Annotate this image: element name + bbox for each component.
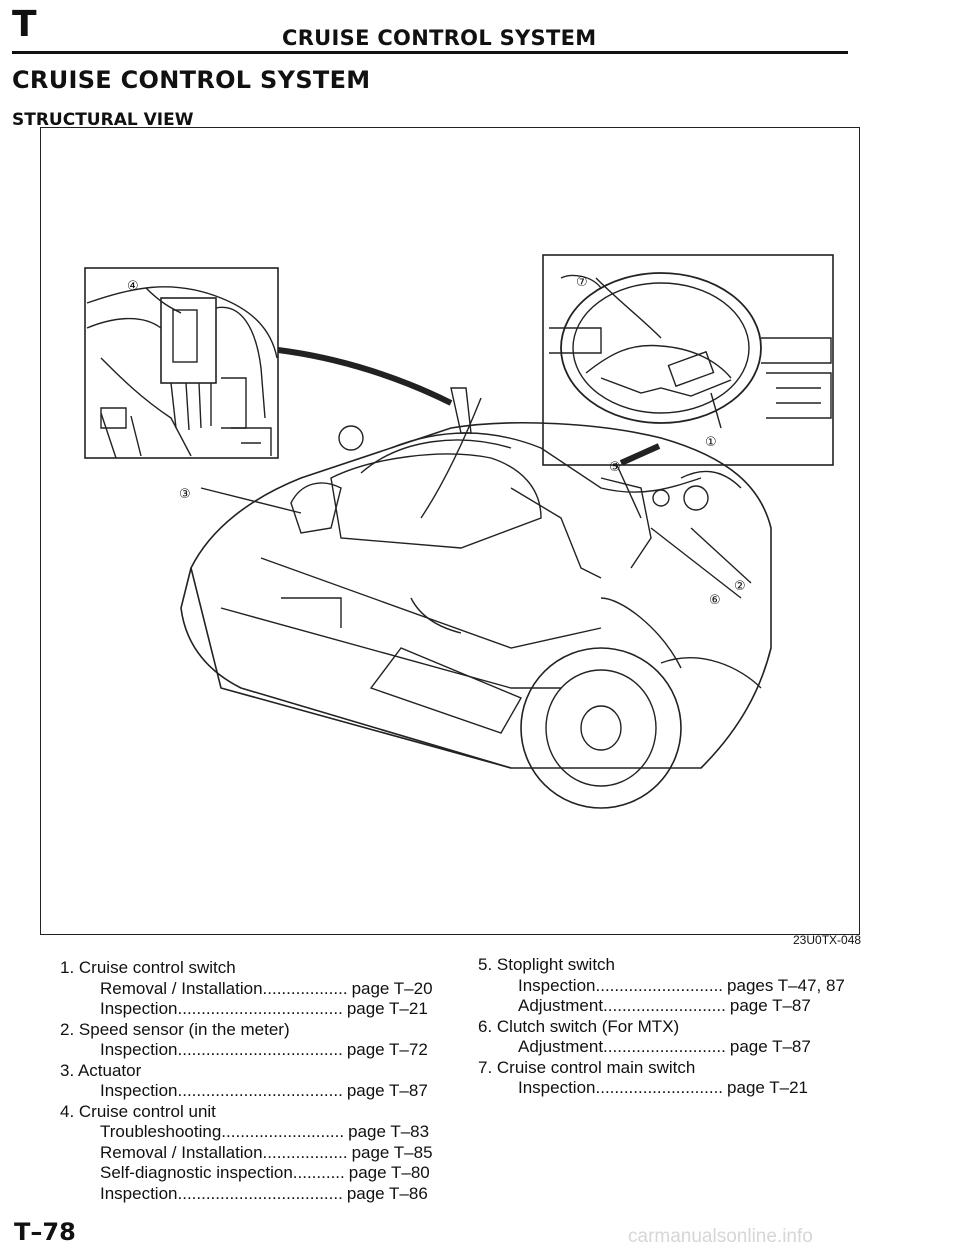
callout-5: ⑤ <box>609 460 621 475</box>
page-number: T–78 <box>14 1218 76 1246</box>
page-reference: page T–87 <box>729 996 811 1015</box>
leader-dots: .......................... <box>603 1037 726 1056</box>
section-letter: T <box>12 4 37 45</box>
list-entry: Adjustment..........................page… <box>478 1037 858 1058</box>
entry-label: Inspection <box>518 1078 596 1097</box>
page-reference: page T–86 <box>346 1183 428 1203</box>
component-list-right: 5. Stoplight switch Inspection..........… <box>478 955 858 1099</box>
page-reference: page T–87 <box>729 1037 811 1056</box>
page-reference: page T–83 <box>348 1122 430 1141</box>
list-entry: Inspection...........................pag… <box>478 976 858 997</box>
entry-label: Adjustment <box>518 996 604 1015</box>
list-item-title: 7. Cruise control main switch <box>478 1057 696 1077</box>
list-entry: Removal / Installation..................… <box>60 979 460 1000</box>
list-item-title: 6. Clutch switch (For MTX) <box>478 1016 680 1036</box>
component-list-left: 1. Cruise control switch Removal / Insta… <box>60 958 460 1204</box>
entry-label: Inspection <box>100 1081 178 1100</box>
leader-dots: ........................... <box>595 1078 724 1097</box>
list-entry: Inspection...........................pag… <box>478 1078 858 1099</box>
leader-dots: ................................... <box>177 1040 343 1059</box>
list-item-title: 2. Speed sensor (in the meter) <box>60 1019 290 1039</box>
callout-3: ③ <box>179 487 191 502</box>
leader-dots: ................................... <box>177 999 343 1018</box>
page-reference: page T–87 <box>346 1081 428 1100</box>
figure-code: 23U0TX-048 <box>793 933 862 947</box>
running-header-title: CRUISE CONTROL SYSTEM <box>282 26 597 50</box>
entry-label: Adjustment <box>518 1037 604 1056</box>
section-title: CRUISE CONTROL SYSTEM <box>12 66 371 94</box>
list-entry: Inspection..............................… <box>60 1040 460 1061</box>
watermark: carmanualsonline.info <box>628 1226 813 1247</box>
leader-dots: .......................... <box>603 996 726 1015</box>
list-entry: Troubleshooting.........................… <box>60 1122 460 1143</box>
page-reference: page T–21 <box>727 1078 809 1097</box>
entry-label: Removal / Installation <box>100 1142 263 1162</box>
car-engine-bay-illustration: ④ ⑦ ① ③ ⑤ ② ⑥ <box>84 254 834 809</box>
inset-steering-wheel <box>542 254 834 466</box>
list-entry: Adjustment..........................page… <box>478 996 858 1017</box>
entry-label: Inspection <box>518 975 596 995</box>
callout-4: ④ <box>127 279 139 294</box>
callout-7: ⑦ <box>576 275 588 290</box>
list-entry: Self-diagnostic inspection...........pag… <box>60 1163 460 1184</box>
leader-dots: ................................... <box>177 1183 343 1203</box>
callout-1: ① <box>705 435 717 450</box>
subsection-title: STRUCTURAL VIEW <box>12 110 194 130</box>
callout-2: ② <box>734 579 746 594</box>
entry-label: Inspection <box>100 1040 178 1059</box>
leader-dots: ........................... <box>595 975 724 995</box>
page-reference: pages T–47, 87 <box>727 975 845 995</box>
list-entry: Inspection..............................… <box>60 1184 460 1205</box>
entry-label: Inspection <box>100 999 178 1018</box>
page-reference: page T–21 <box>346 999 428 1018</box>
header-rule <box>12 51 848 54</box>
list-entry: Inspection..............................… <box>60 1081 460 1102</box>
structural-view-figure: ④ ⑦ ① ③ ⑤ ② ⑥ <box>40 127 860 935</box>
leader-dots: .......................... <box>221 1122 345 1141</box>
page-reference: page T–72 <box>346 1040 428 1059</box>
entry-label: Removal / Installation <box>100 978 263 998</box>
list-item-title: 1. Cruise control switch <box>60 958 236 977</box>
page-reference: page T–20 <box>351 978 433 998</box>
inset-control-unit <box>84 267 279 459</box>
entry-label: Self-diagnostic inspection <box>100 1163 293 1182</box>
leader-dots: .................. <box>262 978 348 998</box>
leader-dots: .................. <box>262 1142 348 1162</box>
callout-6: ⑥ <box>709 593 721 608</box>
list-entry: Inspection..............................… <box>60 999 460 1020</box>
leader-dots: ................................... <box>177 1081 343 1100</box>
page-reference: page T–80 <box>348 1163 430 1182</box>
list-item-title: 4. Cruise control unit <box>60 1101 216 1121</box>
list-entry: Removal / Installation..................… <box>60 1143 460 1164</box>
entry-label: Troubleshooting <box>100 1122 222 1141</box>
page-reference: page T–85 <box>351 1142 433 1162</box>
list-item-title: 5. Stoplight switch <box>478 955 616 974</box>
leader-dots: ........... <box>292 1163 345 1182</box>
entry-label: Inspection <box>100 1183 178 1203</box>
list-item-title: 3. Actuator <box>60 1060 142 1080</box>
